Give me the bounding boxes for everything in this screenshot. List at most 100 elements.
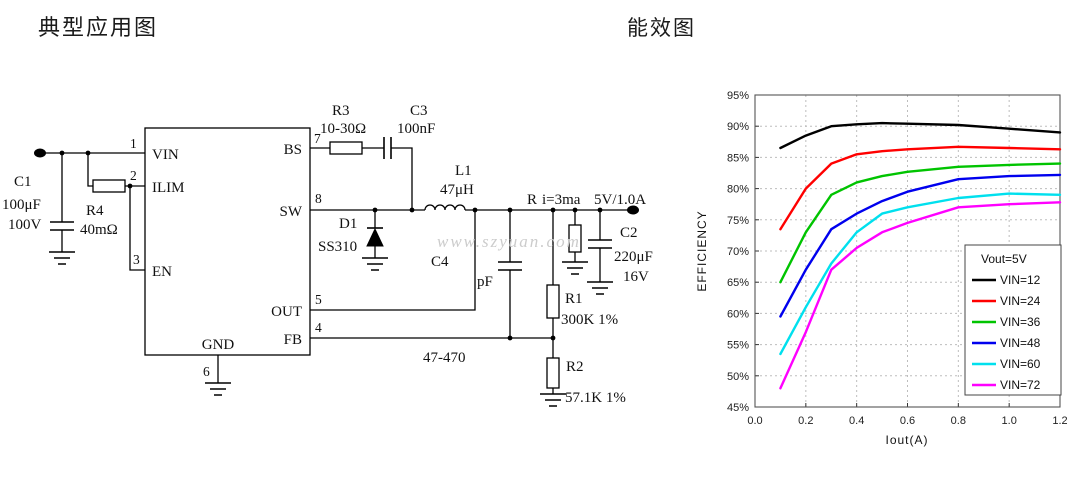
output-terminal [627, 205, 639, 215]
ground-symbol [204, 382, 232, 396]
curve-VIN=60 [779, 192, 1062, 356]
chart-series [779, 121, 1062, 390]
ground-symbol [561, 261, 589, 275]
pin-number-3: 3 [133, 252, 140, 267]
input-terminal [34, 148, 46, 158]
curve-VIN=36 [779, 162, 1062, 284]
ic-body [144, 127, 311, 356]
c1-ref: C1 [14, 174, 32, 190]
r2-ref: R2 [566, 359, 584, 375]
legend-label: VIN=48 [1000, 336, 1041, 350]
efficiency-chart-title: 能效图 [627, 16, 696, 40]
curve-VIN=12 [779, 121, 1062, 150]
legend-label: VIN=12 [1000, 273, 1041, 287]
pin-number-7: 7 [314, 131, 321, 146]
r3-ref: R3 [332, 103, 350, 119]
ground-symbol [48, 251, 76, 265]
load-note: i=3ma [542, 192, 581, 208]
chart-axes: 45% 50% 55% 60% 65% 70% 75% 80% 85% 90% 95% 0.0 0.2 0… [727, 90, 1067, 427]
r4-ref: R4 [86, 203, 104, 219]
application-circuit-diagram: 1 2 3 4 5 6 7 8 VIN ILIM EN GND BS SW OU… [2, 103, 653, 407]
schematic-title: 典型应用图 [38, 15, 159, 40]
c2-value2: 16V [623, 269, 649, 285]
d1-value: SS310 [318, 239, 357, 255]
pin-number-4: 4 [315, 320, 322, 335]
c3-ref: C3 [410, 103, 428, 119]
output-voltage-label: 5V/1.0A [594, 192, 646, 208]
capacitor-c1-symbol [50, 221, 74, 231]
resistor-r1-symbol [546, 284, 560, 319]
pin-number-5: 5 [315, 292, 322, 307]
legend-label: VIN=24 [1000, 294, 1041, 308]
efficiency-chart: 45% 50% 55% 60% 65% 70% 75% 80% 85% 90% 95% 0.0 0.2 0… [695, 90, 1067, 447]
legend-label: VIN=60 [1000, 357, 1041, 371]
r3-value: 10-30Ω [320, 121, 366, 137]
y-tick-label: 65% [727, 277, 749, 289]
resistor-r3-symbol [329, 141, 363, 155]
y-tick-label: 60% [727, 308, 749, 320]
chart-legend: Vout=5V VIN=12VIN=24VIN=36VIN=48VIN=60VIN… [964, 244, 1062, 396]
r1-ref: R1 [565, 291, 583, 307]
circuit-wires [44, 147, 628, 394]
load-ref: R [527, 192, 537, 208]
legend-label: VIN=72 [1000, 378, 1041, 392]
y-axis-label: EFFICIENCY [695, 210, 709, 291]
capacitor-c2-symbol [588, 239, 612, 249]
r2-value: 57.1K 1% [565, 390, 626, 406]
x-tick-label: 0.0 [747, 415, 762, 427]
c4-ref: C4 [431, 254, 449, 270]
x-tick-label: 0.4 [849, 415, 864, 427]
d1-ref: D1 [339, 216, 357, 232]
legend-box [964, 244, 1062, 396]
y-tick-label: 90% [727, 121, 749, 133]
y-tick-label: 75% [727, 215, 749, 227]
capacitor-c3-symbol [383, 137, 392, 159]
diode-d1-symbol [366, 227, 384, 247]
junction-dots [59, 150, 603, 341]
c4-range: 47-470 [423, 350, 466, 366]
curve-VIN=48 [779, 173, 1062, 318]
x-tick-label: 1.0 [1002, 415, 1017, 427]
y-tick-label: 70% [727, 246, 749, 258]
ground-symbol [586, 281, 614, 295]
legend-label: VIN=36 [1000, 315, 1041, 329]
c2-value: 220μF [614, 249, 653, 265]
y-tick-label: 50% [727, 371, 749, 383]
x-tick-label: 0.6 [900, 415, 915, 427]
l1-value: 47μH [440, 182, 474, 198]
r4-value: 40mΩ [80, 222, 118, 238]
inductor-l1-symbol [424, 204, 466, 211]
r1-value: 300K 1% [561, 312, 618, 328]
resistor-r4-symbol [92, 179, 126, 193]
pin-number-1: 1 [130, 136, 137, 151]
y-tick-label: 85% [727, 152, 749, 164]
pin-number-2: 2 [130, 168, 137, 183]
capacitor-c4-symbol [498, 261, 522, 271]
pin-label-sw: SW [280, 204, 303, 220]
pin-number-6: 6 [203, 364, 210, 379]
y-tick-label: 45% [727, 402, 749, 414]
c1-value: 100μF [2, 197, 41, 213]
curve-VIN=72 [779, 201, 1062, 390]
ground-symbol [539, 393, 567, 407]
resistor-load-symbol [568, 224, 582, 253]
legend-title: Vout=5V [981, 252, 1027, 266]
c4-unit: pF [477, 274, 493, 290]
y-tick-label: 80% [727, 184, 749, 196]
pin-label-vin: VIN [152, 147, 179, 163]
x-tick-label: 0.8 [951, 415, 966, 427]
resistor-r2-symbol [546, 357, 560, 389]
y-tick-label: 55% [727, 340, 749, 352]
c2-ref: C2 [620, 225, 638, 241]
x-tick-label: 0.2 [798, 415, 813, 427]
c1-value2: 100V [8, 217, 42, 233]
curve-VIN=24 [779, 145, 1062, 231]
watermark-text: www.szyuan.com [437, 232, 581, 251]
y-tick-label: 95% [727, 90, 749, 102]
pin-label-bs: BS [284, 142, 302, 158]
x-tick-label: 1.2 [1052, 415, 1067, 427]
pin-label-out: OUT [271, 304, 302, 320]
ground-symbol [361, 257, 389, 271]
pin-number-8: 8 [315, 191, 322, 206]
